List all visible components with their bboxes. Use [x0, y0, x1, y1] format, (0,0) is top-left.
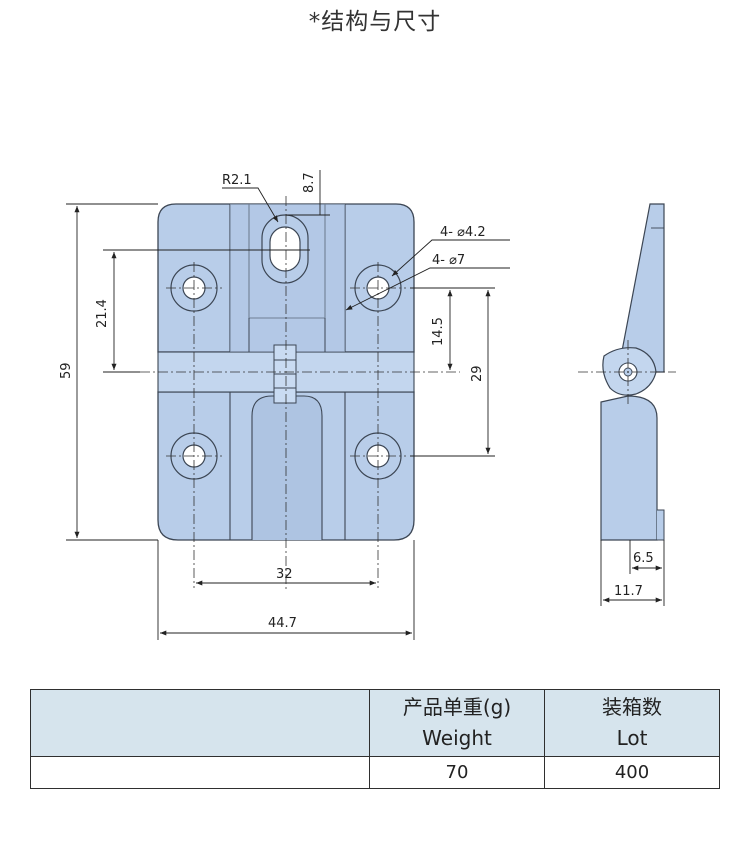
side-upper-leaf [617, 203, 665, 373]
side-view [578, 203, 676, 541]
page-title: *结构与尺寸 [308, 9, 442, 35]
header-weight-en: Weight [422, 726, 492, 750]
front-view [140, 196, 460, 592]
dim-hole-span-vertical: 29 [470, 365, 485, 382]
dim-slot-height: 8.7 [302, 172, 317, 193]
dim-hole-span-horizontal: 32 [276, 567, 293, 582]
dim-top-to-hole: 21.4 [95, 299, 110, 328]
dim-holes-large: 4- ⌀7 [432, 253, 465, 268]
header-lot-cn: 装箱数 [602, 695, 662, 719]
front-dimensions [66, 170, 510, 640]
dim-side-depth: 11.7 [614, 584, 643, 599]
dim-holes-small: 4- ⌀4.2 [440, 225, 486, 240]
side-lower-leaf [600, 395, 658, 541]
lower-channel [251, 395, 323, 540]
cell-model [30, 756, 370, 789]
header-model [30, 689, 370, 757]
table-header-row: 产品单重(g) Weight 装箱数 Lot [30, 689, 720, 757]
cell-weight: 70 [369, 756, 545, 789]
header-lot-en: Lot [616, 726, 648, 750]
side-dimensions [600, 540, 665, 606]
header-weight-cn: 产品单重(g) [402, 695, 512, 719]
spec-table: 产品单重(g) Weight 装箱数 Lot 70 400 [30, 689, 720, 789]
cell-lot: 400 [544, 756, 720, 789]
header-lot: 装箱数 Lot [544, 689, 720, 757]
dim-side-thickness: 6.5 [633, 551, 654, 566]
dim-r-slot: R2.1 [222, 173, 252, 188]
header-weight: 产品单重(g) Weight [369, 689, 545, 757]
dim-total-width: 44.7 [268, 616, 297, 631]
table-row: 70 400 [30, 756, 720, 789]
dim-hole-to-axis: 14.5 [431, 317, 446, 346]
technical-drawing: R2.1 8.7 4- ⌀4.2 4- ⌀7 21.4 14.5 59 29 3… [59, 170, 676, 640]
dim-total-height: 59 [59, 362, 74, 379]
